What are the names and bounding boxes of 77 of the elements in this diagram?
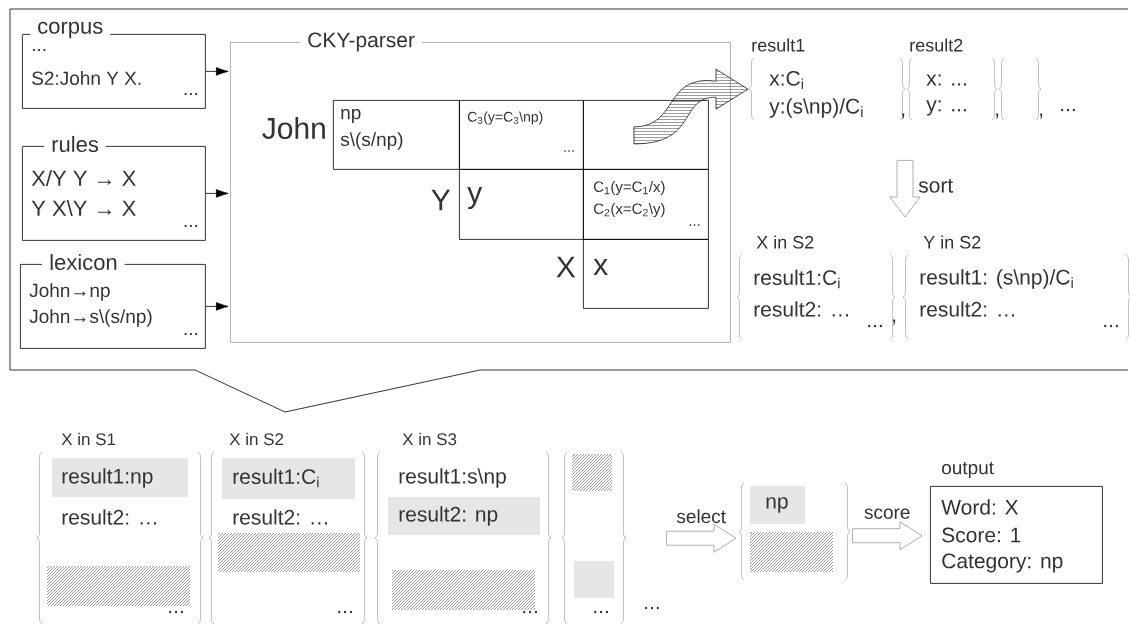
ellipsis: ... — [523, 610, 537, 614]
result-text: result2: np — [399, 506, 498, 526]
result-text: y:(s\np)/C$_{i}$ — [769, 98, 863, 118]
ellipsis: ... — [1104, 324, 1118, 328]
group-heading: result2 — [910, 38, 963, 52]
group-heading: X in S2 — [756, 235, 814, 249]
result-text: result1:C$_{i}$ — [233, 468, 319, 488]
box-heading: output — [942, 461, 994, 479]
cell-text: np — [341, 108, 361, 124]
ellipsis: ... — [564, 150, 574, 152]
box-heading: rules — [44, 134, 106, 154]
result-text: result1:np — [62, 468, 153, 488]
box-text: John→s\(s/np) — [29, 309, 152, 327]
group-heading: result1 — [752, 38, 805, 52]
result-text: x:C$_{i}$ — [769, 70, 803, 90]
result-text: result1:s\np — [399, 468, 506, 488]
box-text: Category: np — [942, 553, 1063, 573]
group-heading: X in S2 — [229, 432, 284, 446]
box-heading: lexicon — [42, 252, 125, 272]
arrow — [205, 189, 229, 198]
callout-frame — [9, 8, 1129, 413]
separator-comma: , — [996, 113, 999, 119]
box-text: X/Y Y → X — [31, 169, 136, 187]
ellipsis: ... — [689, 224, 700, 226]
box-text: S2:John Y X. — [32, 71, 141, 85]
ellipsis: ... — [184, 93, 198, 95]
row-label: Y — [431, 189, 451, 211]
result-text: result2: … — [920, 301, 1014, 317]
result-text: x: ... — [926, 74, 966, 86]
cell-text: x — [593, 259, 608, 275]
box-text: Y X\Y → X — [31, 199, 136, 217]
ellipsis: ... — [32, 49, 46, 51]
box-heading: CKY-parser — [300, 31, 422, 53]
block-arrow — [852, 521, 923, 551]
cell-text: y — [467, 186, 483, 210]
curved-arrow — [633, 68, 749, 145]
curly-braces — [998, 57, 1042, 121]
ellipsis: ... — [184, 333, 198, 335]
result-text: result1: (s\np)/C$_{i}$ — [920, 269, 1073, 289]
cell-text: C$_{2}$(x=C$_{2}$\y) — [593, 203, 665, 217]
curly-braces — [561, 451, 627, 624]
row-label: John — [262, 117, 325, 139]
box-text: Score: 1 — [942, 527, 1021, 543]
arrow — [205, 302, 229, 311]
separator-comma: , — [1040, 113, 1043, 119]
group-heading: Y in S2 — [923, 235, 981, 249]
edge-label: score — [864, 508, 910, 519]
box-heading: corpus — [30, 20, 111, 40]
ellipsis: ... — [1061, 108, 1075, 112]
group-heading: X in S1 — [61, 432, 116, 446]
box-text: John→np — [29, 283, 110, 301]
result-text: y: ... — [926, 100, 966, 116]
box-text: Word: X — [941, 499, 1019, 515]
result-text: np — [766, 497, 788, 513]
ellipsis: ... — [594, 610, 608, 614]
edge-label: select — [676, 509, 726, 524]
result-text: result2: … — [233, 509, 327, 525]
block-arrow — [666, 523, 737, 553]
result-text: result1:C$_{i}$ — [754, 269, 840, 289]
chart-cell — [583, 100, 709, 170]
separator-comma: , — [893, 319, 896, 325]
ellipsis: ... — [868, 324, 882, 328]
row-label: X — [556, 256, 576, 278]
edge-label: sort — [917, 178, 955, 194]
ellipsis: ... — [169, 610, 183, 614]
result-text: result2: … — [754, 301, 848, 317]
group-heading: X in S3 — [402, 432, 457, 446]
ellipsis: ... — [645, 606, 659, 610]
cell-text: C$_{3}$(y=C$_{3}$\np) — [467, 111, 543, 125]
result-text: result2: … — [62, 509, 156, 525]
arrow — [205, 67, 229, 76]
cell-text: s\(s/np) — [340, 132, 403, 150]
block-arrow — [889, 160, 921, 218]
ellipsis: ... — [184, 225, 198, 227]
separator-comma: , — [902, 113, 905, 119]
cell-text: C$_{1}$(y=C$_{1}$/x) — [593, 181, 665, 195]
ellipsis: ... — [338, 610, 352, 614]
